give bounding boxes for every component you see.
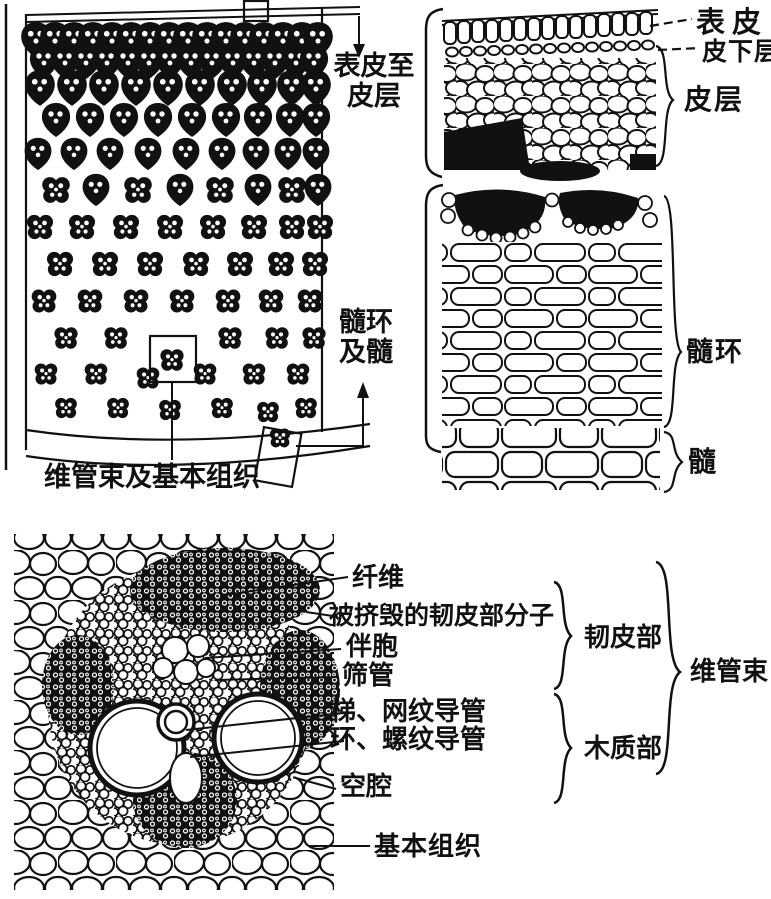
overview-panel — [4, 0, 371, 489]
overview-caption: 维管束及基本组织 — [44, 462, 260, 493]
arrow-down-icon — [353, 44, 365, 58]
epidermis-cells — [443, 11, 653, 45]
callout-line2: 及髓 — [339, 337, 393, 369]
label-annular-vessel: 环、螺纹导管 — [330, 725, 487, 755]
layer-panel — [424, 7, 701, 494]
label-fiber: 纤维 — [352, 563, 405, 593]
arrow-up-icon — [357, 382, 369, 398]
label-cavity: 空腔 — [340, 772, 393, 802]
label-pith: 髓 — [688, 445, 717, 478]
label-epidermis: 表皮 — [696, 5, 769, 39]
vascular-bundles-field — [21, 22, 334, 448]
label-companion-cell: 伴胞 — [346, 632, 399, 662]
spiral-vessel — [156, 702, 196, 742]
bundle-braces — [553, 560, 683, 805]
callout-epidermis-to-cortex: 表皮至 皮层 — [328, 51, 420, 113]
label-ground-tissue: 基本组织 — [374, 832, 483, 862]
callout-connectors — [171, 16, 364, 460]
marker-box-edge — [253, 425, 303, 489]
marker-box-epidermis — [242, 0, 270, 23]
label-cortex: 皮层 — [684, 83, 745, 116]
pith-cells — [442, 428, 660, 490]
callout-line1: 表皮至 — [333, 51, 415, 82]
label-vascular-bundle: 维管束 — [690, 657, 769, 687]
metaxylem-vessel-right — [211, 691, 305, 785]
pith-ring-cells — [442, 242, 662, 426]
edge-bundle-crescents — [440, 189, 658, 245]
callout-line2: 皮层 — [347, 81, 401, 113]
label-crushed-phloem: 被挤毁的韧皮部分子 — [329, 601, 555, 630]
bundle-panel — [14, 534, 683, 890]
cavity-region — [169, 752, 203, 804]
label-scalariform-vessel: 梯、网纹导管 — [330, 697, 487, 727]
left-bracket-bottom — [424, 183, 444, 454]
label-pith-ring: 髓环 — [686, 337, 744, 368]
callout-pith-ring-and-pith: 髓环 及髓 — [324, 307, 408, 369]
callout-line1: 髓环 — [339, 307, 393, 338]
left-bracket-top — [424, 7, 444, 179]
phloem-cells — [152, 634, 216, 685]
bundle-leaders — [185, 576, 370, 847]
label-sieve-tube: 筛管 — [342, 661, 395, 691]
label-phloem: 韧皮部 — [584, 623, 663, 653]
label-hypodermis: 皮下层 — [702, 37, 771, 66]
label-xylem: 木质部 — [584, 734, 663, 764]
bundle-mass — [444, 118, 530, 170]
layer-leaders — [649, 17, 701, 494]
